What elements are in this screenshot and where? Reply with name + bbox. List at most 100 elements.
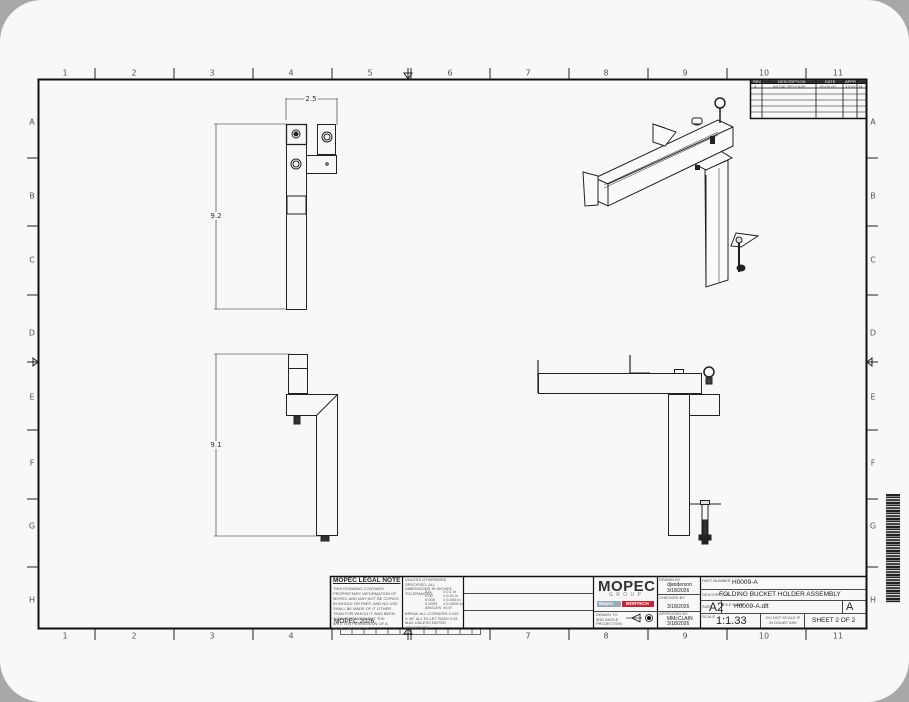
logo-group: G R O U P: [609, 592, 642, 598]
barcode: [886, 494, 900, 603]
revision-table: [749, 78, 868, 120]
zone-col-8-bottom: 8: [603, 631, 609, 641]
logo-sub-right: MORTECH: [626, 600, 649, 606]
rev-row-appr: XXXX: [845, 84, 856, 89]
left-zone-ruler: [27, 157, 38, 568]
approved-by-label: APPROVED BY: [659, 611, 688, 616]
legal-note-title: MOPEC LEGAL NOTE: [333, 577, 401, 584]
zone-col-9-bottom: 9: [682, 631, 688, 641]
zone-col-2: 2: [131, 68, 137, 78]
sheet-number: SHEET 2 OF 2: [812, 617, 856, 624]
tolerance-footer: BREAK ALL CORNERS 0.015 X 45° ALL FILLET…: [405, 611, 459, 630]
rev-header-date: DATE: [825, 79, 836, 84]
tolerance-value: ± 0.01 in: [443, 593, 459, 598]
bottom-zone-ruler: [94, 629, 807, 640]
zone-row-e: E: [29, 392, 35, 402]
scale-value: 1:1.33: [716, 615, 747, 627]
tolerance-value: ±0.5°: [443, 605, 453, 610]
legal-note-body: THIS DRAWING CONTAINS PROPRIETARY INFORM…: [333, 586, 399, 631]
checked-by-date: 3/18/2026: [667, 604, 690, 610]
drawn-by-date: 3/18/2026: [667, 588, 690, 594]
zone-col-1: 1: [62, 68, 68, 78]
dimension-width: 2.5: [304, 95, 318, 103]
rev-row-rev: A: [754, 84, 757, 89]
elevation-view: [537, 355, 721, 545]
zone-col-3: 3: [209, 68, 215, 78]
part-number: H0009-A: [732, 579, 758, 586]
zone-col-10: 10: [758, 68, 770, 78]
legal-note-copyright: MOPEC 2026: [334, 618, 375, 625]
tolerance-precision: 0.0000: [425, 601, 438, 606]
zone-col-1-bottom: 1: [62, 631, 68, 641]
zone-col-7-bottom: 7: [525, 631, 531, 641]
zone-col-8: 8: [603, 68, 609, 78]
sheet-size: A2: [709, 600, 724, 614]
description: FOLDING BUCKET HOLDER ASSEMBLY: [719, 591, 841, 598]
zone-row-b-right: B: [870, 191, 876, 201]
zone-col-10-bottom: 10: [758, 631, 770, 641]
rev-header-rev: REV: [753, 79, 762, 84]
zone-col-11: 11: [832, 68, 844, 78]
description-label: DESCRIPTION: [702, 592, 730, 597]
revision-letter: A: [846, 601, 854, 613]
part-number-label: PART NUMBER: [702, 578, 731, 583]
zone-row-a: A: [29, 117, 35, 127]
rev-row-mark: M: [859, 84, 863, 89]
projection-note: DRAWN TO 3RD ANGLE PROJECTION: [596, 612, 622, 626]
approved-by-name: MMcCLAIN: [667, 616, 693, 622]
file-name-label: FILE NAME: [723, 602, 745, 607]
dimension-height-side: 9.1: [209, 441, 223, 449]
rev-header-appr: APPR: [845, 79, 856, 84]
front-view: [214, 98, 338, 310]
tolerance-header: UNLESS OTHERWISE SPECIFIED: ALL DIMENSIO…: [405, 577, 452, 596]
zone-col-3-bottom: 3: [209, 631, 215, 641]
tolerance-value: ± 0.005 in: [443, 597, 461, 602]
zone-row-a-right: A: [870, 117, 876, 127]
right-zone-ruler: [867, 157, 878, 568]
rev-row-date: 00.00.00: [820, 84, 836, 89]
isometric-view: [582, 97, 760, 288]
zone-row-b: B: [29, 191, 35, 201]
zone-col-7: 7: [525, 68, 531, 78]
zone-row-h-right: H: [869, 595, 877, 605]
zone-row-g: G: [28, 521, 36, 531]
zone-row-d: D: [28, 328, 36, 338]
top-zone-ruler: [94, 68, 807, 79]
logo-brand: MOPEC: [598, 578, 656, 595]
zone-row-c-right: C: [870, 255, 876, 265]
scale-label: SCALE: [702, 614, 716, 619]
approved-by-date: 3/18/2026: [667, 621, 690, 627]
zone-col-2-bottom: 2: [131, 631, 137, 641]
tolerance-precision: 0.00: [425, 593, 433, 598]
size-label: SIZE: [702, 604, 711, 609]
tolerance-precision: ANGLES: [425, 605, 442, 610]
side-view: [214, 353, 338, 542]
zone-col-9: 9: [682, 68, 688, 78]
zone-row-f: F: [29, 458, 35, 468]
zone-col-11-bottom: 11: [832, 631, 844, 641]
tolerance-value: ± 0.0005 in: [443, 601, 463, 606]
file-name: H0009-A.dft: [734, 603, 769, 610]
logo-sub-left: Mopec: [599, 600, 614, 606]
zone-col-4-bottom: 4: [288, 631, 294, 641]
dimension-height-front: 9.2: [209, 212, 223, 220]
checked-by-label: CHECKED BY: [659, 595, 686, 600]
tolerance-precision: 0.000: [425, 597, 436, 602]
drawn-by-name: djanderson: [667, 582, 692, 588]
zone-row-e-right: E: [870, 392, 876, 402]
zone-col-5: 5: [367, 68, 373, 78]
rev-row-description: INITIAL RELEASE: [773, 84, 806, 89]
tolerance-value: ± 0.1 in: [443, 589, 457, 594]
title-block-frame: [329, 575, 868, 635]
zone-row-c: C: [29, 255, 35, 265]
zone-col-4: 4: [288, 68, 294, 78]
drawn-by-label: DRAWN BY: [659, 577, 681, 582]
zone-col-6: 6: [447, 68, 453, 78]
tolerance-precision: 0.0: [425, 589, 431, 594]
zone-row-g-right: G: [869, 521, 877, 531]
zone-row-f-right: F: [870, 458, 876, 468]
zone-row-h: H: [28, 595, 36, 605]
rev-header-description: DESCRIPTION: [778, 79, 806, 84]
